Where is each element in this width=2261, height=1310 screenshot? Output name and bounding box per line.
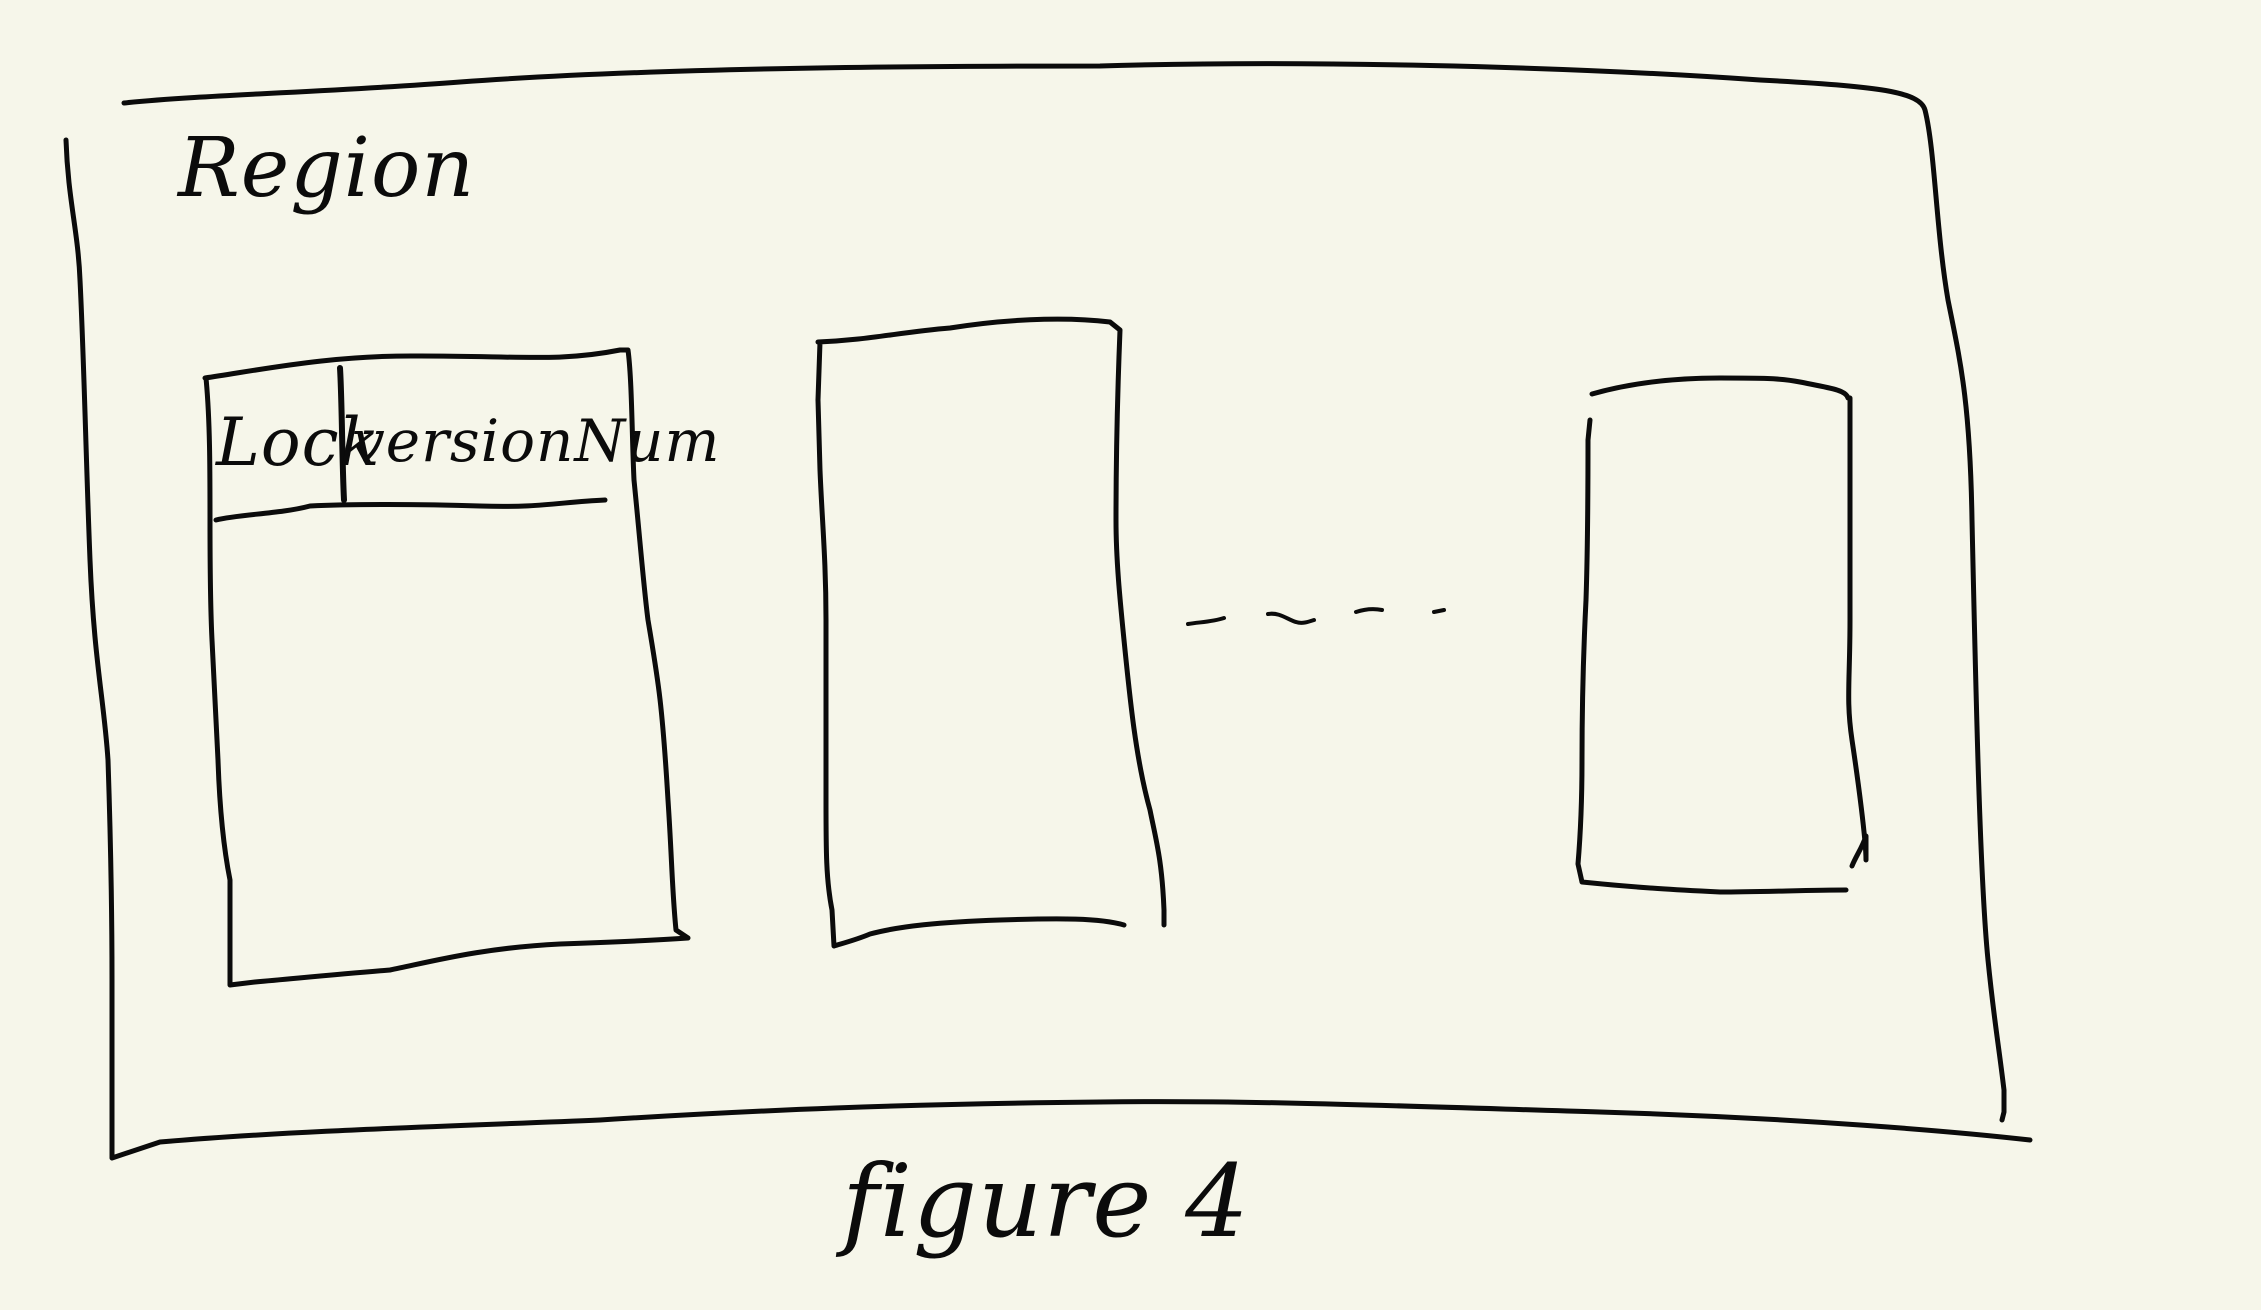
block-1-header-divider <box>213 497 608 523</box>
version-num-field-label: versionNum <box>352 407 721 475</box>
figure-caption: figure 4 <box>842 1143 1250 1260</box>
region-box <box>63 61 2033 1161</box>
ellipsis-dash-4 <box>1432 608 1446 614</box>
ellipsis-dash-2 <box>1266 611 1316 625</box>
block-1 <box>202 347 691 988</box>
ellipsis-dash-3 <box>1354 607 1384 614</box>
block-2 <box>815 316 1167 949</box>
ellipsis-dash-1 <box>1186 616 1226 626</box>
block-3 <box>1575 375 1869 895</box>
block-1-field-divider <box>337 365 347 503</box>
region-label: Region <box>178 121 476 216</box>
lock-field-label: Lock <box>216 404 381 481</box>
